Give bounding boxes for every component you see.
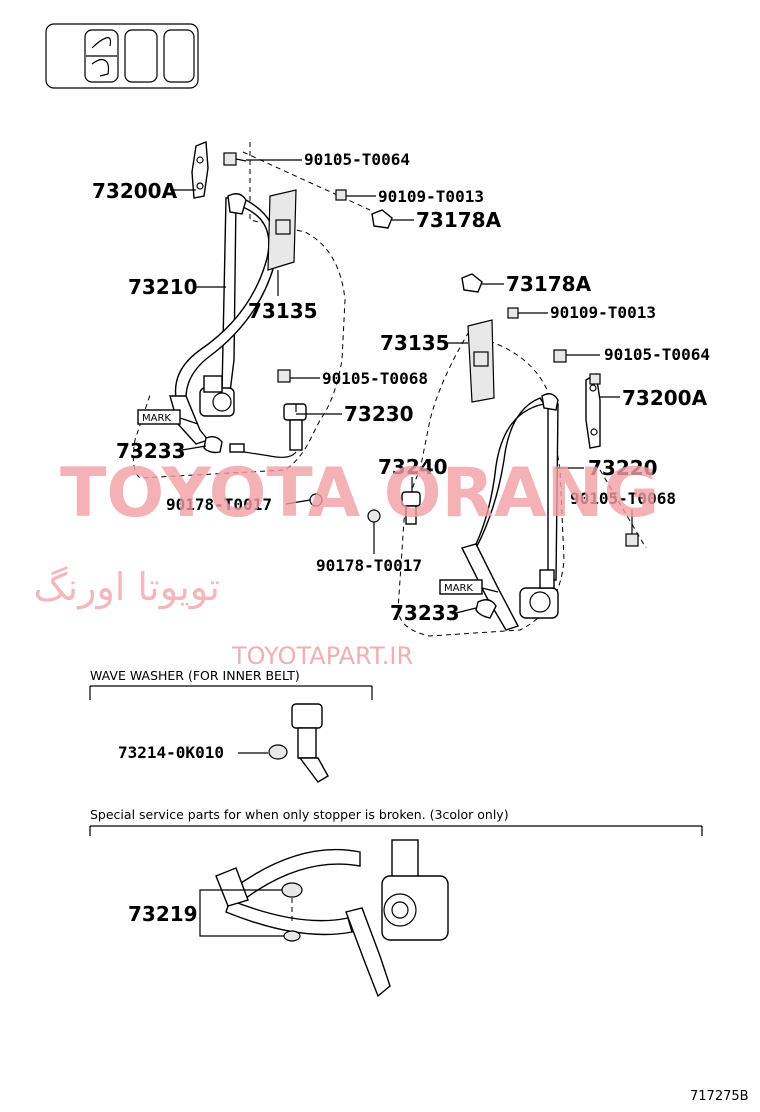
part-label-90105-T0064-left: 90105-T0064 (304, 150, 410, 169)
part-label-90105-T0068-left: 90105-T0068 (322, 369, 428, 388)
part-label-73233-right: 73233 (390, 601, 460, 625)
part-label-73178A-right: 73178A (506, 272, 592, 296)
part-label-73135-right: 73135 (380, 331, 450, 355)
part-label-90105-T0068-right: 90105-T0068 (570, 489, 676, 508)
watermark-persian: تويوتا اورنگ (34, 565, 221, 610)
part-label-73220: 73220 (588, 456, 658, 480)
mark-label-right: MARK (444, 583, 473, 594)
part-label-73135-left: 73135 (248, 299, 318, 323)
seat-layout-icon (45, 23, 199, 89)
part-label-90178-T0017-left: 90178-T0017 (166, 495, 272, 514)
right-seatbelt-assembly: MARK (367, 273, 647, 637)
part-label-90105-T0064-right: 90105-T0064 (604, 345, 710, 364)
part-label-73200A-left: 73200A (92, 179, 178, 203)
part-label-73210: 73210 (128, 275, 198, 299)
part-label-90109-T0013-right: 90109-T0013 (550, 303, 656, 322)
mark-label-left: MARK (142, 413, 171, 424)
part-label-73214-0K010: 73214-0K010 (118, 743, 224, 762)
part-label-73178A-left: 73178A (416, 208, 502, 232)
watermark-site: TOYOTAPART.IR (231, 642, 413, 670)
wave-washer-section: WAVE WASHER (FOR INNER BELT) 73214-0K010 (89, 668, 373, 783)
left-seatbelt-assembly: MARK (132, 140, 393, 507)
right-leaders (373, 283, 633, 615)
part-label-73200A-right: 73200A (622, 386, 708, 410)
part-label-90109-T0013-left: 90109-T0013 (378, 187, 484, 206)
part-label-73240: 73240 (378, 455, 448, 479)
diagram-code: 717275B (690, 1089, 749, 1104)
watermark-main: TOYOTA ORANG (60, 454, 659, 533)
part-label-90178-T0017-right: 90178-T0017 (316, 556, 422, 575)
part-label-73233-left: 73233 (116, 439, 186, 463)
wave-washer-note: WAVE WASHER (FOR INNER BELT) (90, 668, 300, 683)
part-label-73230: 73230 (344, 402, 414, 426)
special-service-section: Special service parts for when only stop… (89, 807, 703, 998)
special-service-note: Special service parts for when only stop… (90, 807, 509, 822)
left-leaders (170, 159, 414, 505)
part-label-73219: 73219 (128, 902, 198, 926)
